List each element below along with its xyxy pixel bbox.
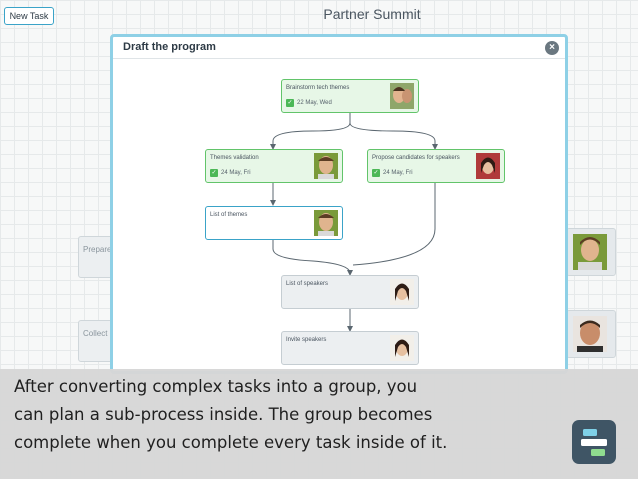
task-card[interactable]: List of speakers bbox=[281, 275, 419, 309]
task-card[interactable]: Invite speakers bbox=[281, 331, 419, 365]
task-card[interactable]: Propose candidates for speakers ✓ 24 May… bbox=[367, 149, 505, 183]
assignee-avatar bbox=[573, 234, 607, 270]
close-icon[interactable]: × bbox=[545, 41, 559, 55]
assignee-avatar bbox=[390, 279, 414, 305]
caption-line: complete when you complete every task in… bbox=[14, 433, 448, 452]
new-task-button[interactable]: New Task bbox=[4, 7, 54, 25]
connector-line bbox=[272, 240, 353, 276]
task-name: List of themes bbox=[210, 212, 248, 218]
checkmark-icon[interactable]: ✓ bbox=[372, 169, 380, 177]
task-date-text: 24 May, Fri bbox=[383, 170, 413, 176]
app-logo bbox=[572, 420, 616, 464]
modal-divider bbox=[113, 58, 565, 59]
task-date-text: 22 May, Wed bbox=[297, 100, 332, 106]
checkmark-icon[interactable]: ✓ bbox=[210, 169, 218, 177]
assignee-avatar bbox=[573, 316, 607, 352]
assignee-avatar bbox=[314, 210, 338, 236]
connector-line bbox=[270, 113, 351, 150]
task-card[interactable]: List of themes bbox=[205, 206, 343, 240]
caption-banner bbox=[0, 369, 638, 479]
caption-line: After converting complex tasks into a gr… bbox=[14, 377, 418, 396]
assignee-avatar bbox=[390, 83, 414, 109]
subprocess-canvas: Brainstorm tech themes ✓ 22 May, Wed The… bbox=[113, 59, 565, 371]
background-task-card[interactable] bbox=[566, 310, 616, 358]
app-logo-icon bbox=[581, 429, 607, 456]
board-title: Partner Summit bbox=[323, 6, 421, 22]
task-name: Themes validation bbox=[210, 155, 259, 161]
task-name: List of speakers bbox=[286, 281, 329, 287]
task-date: ✓ 24 May, Fri bbox=[372, 169, 413, 177]
modal-title: Draft the program bbox=[123, 41, 216, 53]
task-date: ✓ 22 May, Wed bbox=[286, 99, 332, 107]
assignee-avatar bbox=[476, 153, 500, 179]
assignee-avatar bbox=[314, 153, 338, 179]
task-card[interactable]: Themes validation ✓ 24 May, Fri bbox=[205, 149, 343, 183]
group-modal: Draft the program × Brainstorm tech them… bbox=[110, 34, 568, 374]
connector-line bbox=[349, 113, 438, 150]
checkmark-icon[interactable]: ✓ bbox=[286, 99, 294, 107]
task-name: Propose candidates for speakers bbox=[372, 155, 460, 161]
caption-line: can plan a sub-process inside. The group… bbox=[14, 405, 433, 424]
task-date-text: 24 May, Fri bbox=[221, 170, 251, 176]
background-task-card[interactable] bbox=[566, 228, 616, 276]
assignee-avatar bbox=[390, 335, 414, 361]
flow-connectors bbox=[270, 113, 438, 332]
task-date: ✓ 24 May, Fri bbox=[210, 169, 251, 177]
top-bar: New Task Partner Summit bbox=[0, 0, 638, 30]
task-name: Brainstorm tech themes bbox=[286, 85, 350, 91]
task-card[interactable]: Brainstorm tech themes ✓ 22 May, Wed bbox=[281, 79, 419, 113]
task-name: Invite speakers bbox=[286, 337, 327, 343]
connector-line bbox=[352, 183, 436, 266]
